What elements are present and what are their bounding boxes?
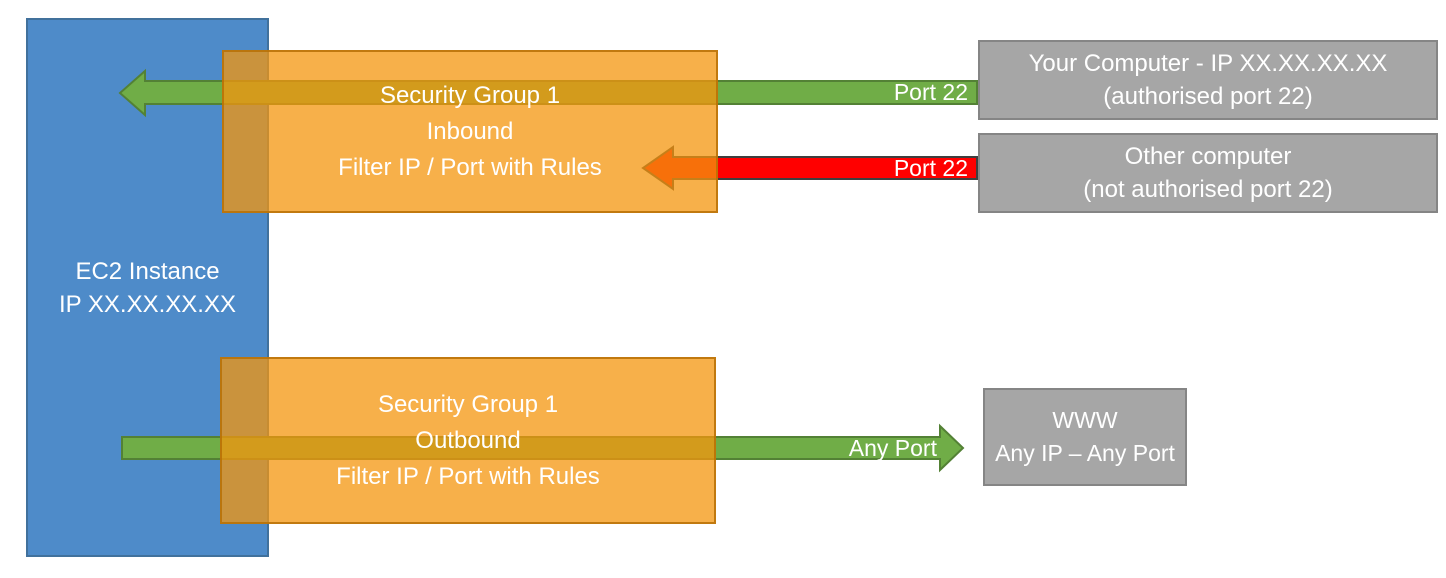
other-computer-box: Other computer (not authorised port 22) bbox=[978, 133, 1438, 213]
inbound-allowed-port-label: Port 22 bbox=[893, 79, 968, 105]
ec2-instance-name: EC2 Instance bbox=[75, 257, 220, 285]
security-group-inbound-box: Security Group 1 Inbound Filter IP / Por… bbox=[222, 50, 718, 213]
sg-inbound-direction: Inbound bbox=[426, 117, 514, 145]
www-box: WWW Any IP – Any Port bbox=[983, 388, 1187, 486]
sg-outbound-name: Security Group 1 bbox=[377, 390, 559, 418]
other-computer-title: Other computer bbox=[1124, 143, 1292, 170]
inbound-blocked-port-label: Port 22 bbox=[893, 155, 968, 181]
sg-inbound-name: Security Group 1 bbox=[379, 81, 561, 109]
security-group-outbound-box: Security Group 1 Outbound Filter IP / Po… bbox=[220, 357, 716, 524]
sg-outbound-description: Filter IP / Port with Rules bbox=[336, 462, 600, 490]
sg-outbound-direction: Outbound bbox=[415, 426, 521, 454]
other-computer-subtitle: (not authorised port 22) bbox=[1083, 176, 1333, 203]
your-computer-title: Your Computer - IP XX.XX.XX.XX bbox=[1028, 50, 1388, 77]
www-subtitle: Any IP – Any Port bbox=[995, 440, 1175, 466]
outbound-port-label: Any Port bbox=[848, 435, 937, 461]
your-computer-box: Your Computer - IP XX.XX.XX.XX (authoris… bbox=[978, 40, 1438, 120]
sg-inbound-description: Filter IP / Port with Rules bbox=[338, 153, 602, 181]
www-title: WWW bbox=[1052, 407, 1118, 433]
ec2-instance-ip: IP XX.XX.XX.XX bbox=[59, 290, 236, 318]
your-computer-subtitle: (authorised port 22) bbox=[1103, 83, 1313, 110]
